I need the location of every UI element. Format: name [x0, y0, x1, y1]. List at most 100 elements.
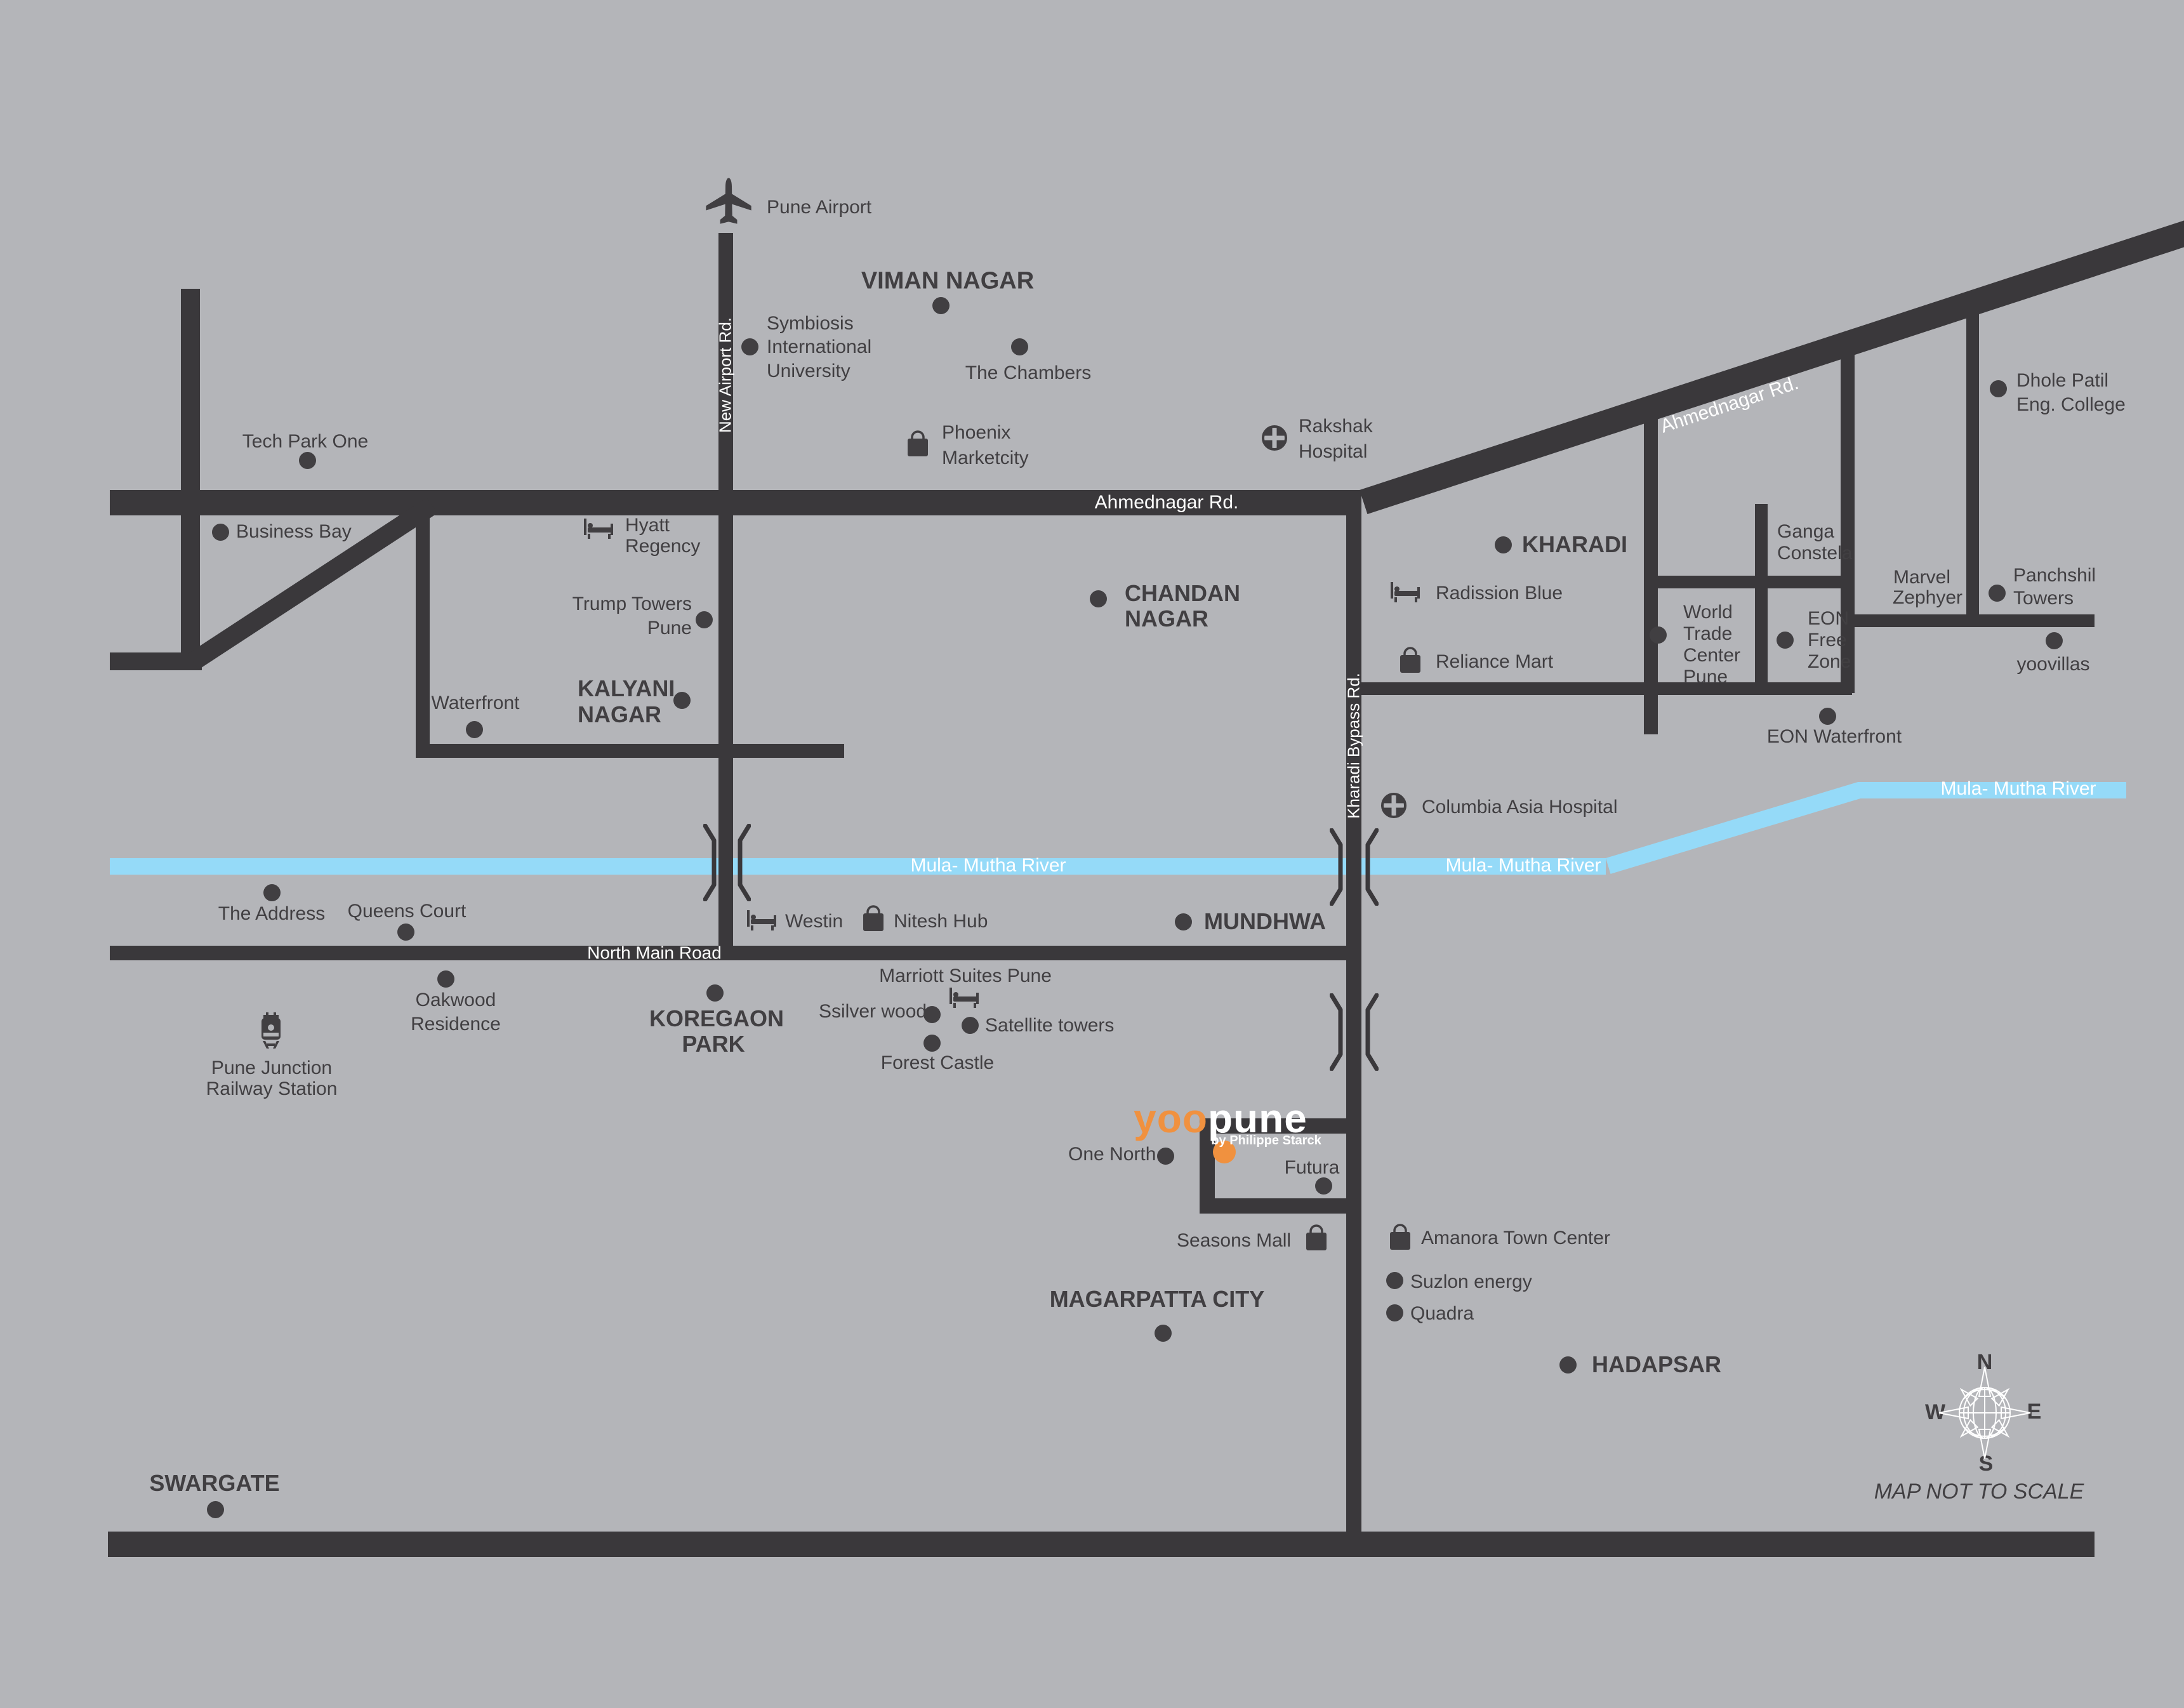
forest-castle-label: Forest Castle — [880, 1052, 995, 1074]
eon-free-zone-dot — [1776, 631, 1794, 649]
river-label-center: Mula- Mutha River — [910, 855, 1066, 877]
compass-e: E — [2027, 1399, 2042, 1424]
bridge-newairport-river-right — [737, 823, 751, 904]
kalyani-label-1: KALYANI — [578, 675, 675, 701]
yoopune-logo-yoo: yoo — [1134, 1096, 1208, 1141]
ganga-label-2: Constela — [1777, 543, 1853, 564]
north-main-road — [110, 946, 1361, 960]
yoopune-box-top — [1200, 1118, 1346, 1134]
the-chambers-dot — [1010, 338, 1028, 355]
phoenix-label-2: Marketcity — [942, 447, 1029, 469]
yoopune-logo: yoopune — [1134, 1095, 1307, 1142]
nitesh-hub-label: Nitesh Hub — [894, 911, 988, 932]
ganga-south-road — [1644, 576, 1852, 588]
kalyani-south-road — [416, 744, 844, 758]
shopping-icon-phoenix — [906, 430, 930, 461]
shopping-icon-reliance — [1398, 647, 1422, 678]
suzlon-dot — [1386, 1271, 1403, 1289]
compass-rose-icon — [1931, 1359, 2039, 1470]
the-address-label: The Address — [218, 903, 326, 925]
chandan-nagar-dot — [1089, 590, 1107, 607]
shopping-icon-seasons — [1304, 1224, 1328, 1255]
swargate-dot — [206, 1500, 224, 1518]
ahmednagar-rd-horizontal — [110, 490, 1361, 515]
shopping-icon-nitesh — [861, 905, 885, 936]
yoopune-box-bottom — [1200, 1198, 1346, 1214]
suzlon-label: Suzlon energy — [1410, 1271, 1532, 1293]
symbiosis-label-1: Symbiosis — [767, 313, 854, 334]
airport-icon — [701, 175, 756, 232]
yoopune-site-dot — [1213, 1141, 1236, 1163]
wtc-label-4: Pune — [1683, 666, 1728, 688]
trump-label-2: Pune — [647, 618, 692, 639]
hotel-icon-marriott — [948, 986, 981, 1012]
dhole-patil-dot — [1989, 380, 2007, 397]
pune-junction-label-1: Pune Junction — [211, 1057, 333, 1079]
eon-waterfront-dot — [1818, 707, 1836, 725]
hotel-icon-hyatt — [583, 517, 616, 543]
wtc-label-2: Trade — [1683, 623, 1733, 645]
symbiosis-label-2: International — [767, 336, 872, 358]
yoovillas-label: yoovillas — [2016, 654, 2090, 675]
forest-castle-dot — [923, 1034, 941, 1052]
hyatt-label-1: Hyatt — [625, 515, 670, 536]
compass-s: S — [1978, 1451, 1994, 1476]
eon-fz-label-3: Zone — [1808, 651, 1851, 673]
one-north-label: One North — [1068, 1144, 1156, 1165]
koregaon-label-2: PARK — [682, 1030, 745, 1057]
trump-label-1: Trump Towers — [572, 593, 692, 615]
left-vertical-road — [181, 289, 200, 670]
ssilver-woods-label: Ssilver woods — [819, 1001, 937, 1023]
hadapsar-label: HADAPSAR — [1592, 1351, 1722, 1377]
magarpatta-dot — [1154, 1324, 1172, 1342]
bridge-bypass-river-left — [1329, 828, 1344, 909]
bottom-road — [108, 1532, 2095, 1557]
amanora-label: Amanora Town Center — [1421, 1228, 1610, 1249]
oakwood-dot — [437, 970, 454, 988]
phoenix-label-1: Phoenix — [942, 422, 1011, 444]
hyatt-label-2: Regency — [625, 536, 701, 557]
shopping-icon-amanora — [1388, 1224, 1412, 1255]
kharadi-west-vertical — [1644, 397, 1658, 734]
oakwood-label-2: Residence — [411, 1014, 501, 1035]
pune-airport-label: Pune Airport — [767, 197, 872, 218]
koregaon-dot — [706, 984, 724, 1002]
the-address-dot — [263, 884, 281, 901]
kharadi-label: KHARADI — [1522, 531, 1627, 557]
kharadi-cluster-south — [1361, 682, 1852, 695]
wtc-label-1: World — [1683, 602, 1733, 623]
seasons-mall-label: Seasons Mall — [1177, 1230, 1292, 1252]
yoopune-logo-pune: pune — [1207, 1096, 1307, 1141]
koregaon-label-1: KOREGAON — [649, 1005, 784, 1031]
ssilver-woods-dot — [923, 1005, 941, 1023]
mundhwa-label: MUNDHWA — [1204, 908, 1326, 934]
oakwood-label-1: Oakwood — [415, 990, 496, 1011]
hospital-icon-rakshak — [1261, 425, 1288, 454]
kalyani-west-road — [416, 508, 430, 757]
mundhwa-dot — [1174, 913, 1192, 930]
panchshil-dot — [1988, 584, 2006, 602]
quadra-dot — [1386, 1304, 1403, 1321]
kharadi-bypass-rd-label: Kharadi Bypass Rd. — [1344, 673, 1363, 819]
kalyani-nagar-dot — [673, 691, 691, 709]
yoopune-logo-tagline: by Philippe Starck — [1211, 1133, 1321, 1148]
tech-park-one-label: Tech Park One — [242, 431, 369, 453]
viman-nagar-dot — [932, 296, 950, 314]
the-chambers-label: The Chambers — [965, 362, 1092, 384]
quadra-label: Quadra — [1410, 1303, 1474, 1325]
bridge-bypass-river-right — [1365, 828, 1379, 909]
yoovillas-dot — [2045, 632, 2063, 649]
wtc-label-3: Center — [1683, 645, 1741, 666]
business-bay-label: Business Bay — [236, 521, 352, 543]
queens-court-dot — [397, 923, 414, 941]
mula-mutha-river-seg-0 — [110, 858, 1606, 875]
railway-station-icon — [258, 1012, 284, 1054]
chandan-label-1: CHANDAN — [1125, 579, 1240, 606]
wtc-eon-divider — [1755, 504, 1768, 693]
waterfront-label: Waterfront — [431, 692, 520, 714]
kalyani-label-2: NAGAR — [578, 701, 661, 727]
symbiosis-label-3: University — [767, 361, 850, 382]
business-bay-dot — [211, 523, 229, 541]
wtc-dot — [1649, 626, 1667, 644]
